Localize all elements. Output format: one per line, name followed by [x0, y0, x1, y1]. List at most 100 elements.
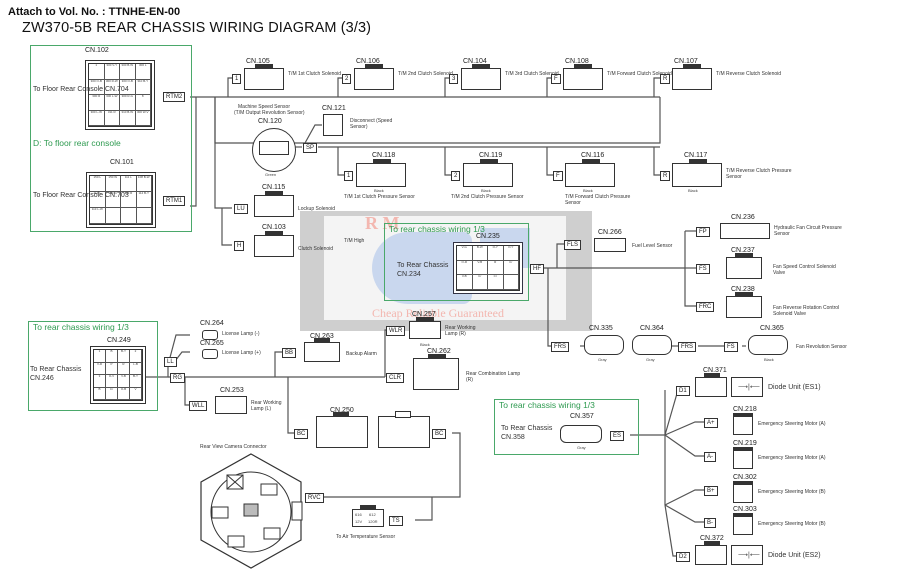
diode-es1-icon[interactable]: ⟶|⟵: [731, 377, 763, 397]
tag-fs: FS: [696, 264, 710, 274]
cn116-color-note: Black: [583, 188, 593, 193]
cn120-label: CN.120: [258, 118, 282, 125]
cn102-destination: To Floor Rear Console CN.704: [33, 86, 129, 93]
tag-bb: BB: [282, 348, 297, 358]
rear-chassis-group-1: [28, 321, 158, 411]
cn303-connector[interactable]: [733, 513, 753, 535]
camera-connector-hexagon[interactable]: [198, 452, 304, 572]
cn335-color-note: Gray: [598, 357, 607, 362]
air-temp-connector[interactable]: 616 612 12V 120R: [352, 505, 384, 527]
cn106-connector: [354, 64, 394, 90]
cn236-connector[interactable]: [720, 223, 770, 239]
air-temp-pin-4: 120R: [368, 519, 378, 524]
tag-rvc: RVC: [305, 493, 324, 503]
cn103-connector[interactable]: [254, 231, 294, 257]
cn237-connector[interactable]: [726, 253, 762, 279]
cn219-connector[interactable]: [733, 447, 753, 469]
tag-sp: SP: [303, 143, 318, 153]
tag-es: ES: [610, 431, 625, 441]
cn257-connector[interactable]: [409, 317, 441, 339]
tag-r: R: [660, 74, 671, 84]
speed-sensor-title: Machine Speed Sensor: [238, 104, 290, 110]
tag-rtm2: RTM2: [163, 92, 186, 102]
cn364-connector[interactable]: [632, 335, 672, 355]
cn120-connector[interactable]: [252, 128, 296, 172]
tag-rg: RG: [170, 373, 185, 383]
cn119-color-note: Black: [481, 188, 491, 193]
cn265-lamp-icon[interactable]: [202, 349, 218, 359]
tag-wll: WLL: [189, 401, 208, 411]
rear-chassis-2-title: To rear chassis wiring 1/3: [389, 224, 485, 234]
floor-console-group: [30, 45, 192, 232]
cn266-description: Fuel Level Sensor: [632, 243, 673, 249]
tag-rb: R: [660, 171, 671, 181]
cn365-color-note: Black: [764, 357, 774, 362]
cn238-description: Fan Reverse Rotation Control Solenoid Va…: [773, 305, 840, 317]
page-title: ZW370-5B REAR CHASSIS WIRING DIAGRAM (3/…: [22, 20, 372, 36]
cn219-description: Emergency Steering Motor (A): [758, 455, 826, 461]
cn105-description: T/M 1st Clutch Solenoid: [288, 71, 342, 77]
speed-sensor-subtitle: (T/M Output Revolution Sensor): [234, 110, 305, 116]
camera-connector-label: Rear View Camera Connector: [200, 444, 267, 450]
tag-rtm1: RTM1: [163, 196, 186, 206]
cn250-label: CN.250: [330, 407, 354, 414]
cn238-connector[interactable]: [726, 292, 762, 318]
cn117-color-note: Black: [688, 188, 698, 193]
cn103-description: Clutch Solenoid: [298, 246, 334, 252]
cn115-label: CN.115: [262, 184, 286, 191]
tag-fb: F: [553, 171, 563, 181]
tag-fp: FP: [696, 227, 710, 237]
attach-volume-label: Attach to Vol. No. : TTNHE-EN-00: [8, 6, 181, 18]
cn302-connector[interactable]: [733, 481, 753, 503]
cn121-connector[interactable]: [323, 114, 343, 136]
cn371-connector[interactable]: [695, 373, 727, 397]
cn218-description: Emergency Steering Motor (A): [758, 421, 826, 427]
cn263-label: CN.263: [310, 333, 334, 340]
air-temp-pin-3: 12V: [355, 519, 363, 524]
cn118-connector: [356, 159, 406, 187]
cn257-description: Rear Working Lamp (R): [445, 325, 476, 337]
cn218-label: CN.218: [733, 406, 757, 413]
cn264-label: CN.264: [200, 320, 224, 327]
cn237-label: CN.237: [731, 247, 755, 254]
cn266-connector[interactable]: [594, 238, 626, 252]
cn250-mating-connector[interactable]: [378, 411, 430, 448]
cn303-label: CN.303: [733, 506, 757, 513]
cn253-connector[interactable]: [215, 396, 247, 414]
rear-chassis-3-title: To rear chassis wiring 1/3: [499, 400, 595, 410]
cn365-description: Fan Revolution Sensor: [796, 344, 847, 350]
cn115-connector[interactable]: [254, 191, 294, 217]
cn265-description: License Lamp (+): [222, 350, 261, 356]
cn364-color-note: Gray: [646, 357, 655, 362]
floor-console-section-label: D: To floor rear console: [33, 138, 121, 148]
cn117-label: CN.117: [684, 152, 708, 159]
tag-d1: D1: [676, 386, 690, 396]
cn263-connector[interactable]: [304, 338, 340, 362]
cn365-connector[interactable]: [748, 335, 788, 355]
cn303-description: Emergency Steering Motor (B): [758, 521, 826, 527]
cn357-label: CN.357: [570, 413, 594, 420]
tag-2: 2: [342, 74, 352, 84]
cn262-connector[interactable]: [413, 354, 459, 390]
cn104-description: T/M 3rd Clutch Solenoid: [505, 71, 559, 77]
cn264-lamp-icon[interactable]: [202, 330, 218, 340]
cn105-connector: [244, 64, 284, 90]
cn119-description: T/M 2nd Clutch Pressure Sensor: [451, 194, 524, 200]
tag-a-minus: A-: [704, 452, 716, 462]
tag-fls: FLS: [564, 240, 582, 250]
cn218-connector[interactable]: [733, 413, 753, 435]
cn357-connector[interactable]: [560, 425, 602, 443]
diode-es2-icon[interactable]: ⟶|⟵: [731, 545, 763, 565]
cn372-connector[interactable]: [695, 541, 727, 565]
cn335-connector[interactable]: [584, 335, 624, 355]
cn364-label: CN.364: [640, 325, 664, 332]
tag-ts: TS: [389, 516, 403, 526]
cn250-connector[interactable]: [316, 412, 368, 448]
tag-bc-right: BC: [432, 429, 447, 439]
cn105-label: CN.105: [246, 58, 270, 65]
tag-b-minus: B-: [704, 518, 716, 528]
